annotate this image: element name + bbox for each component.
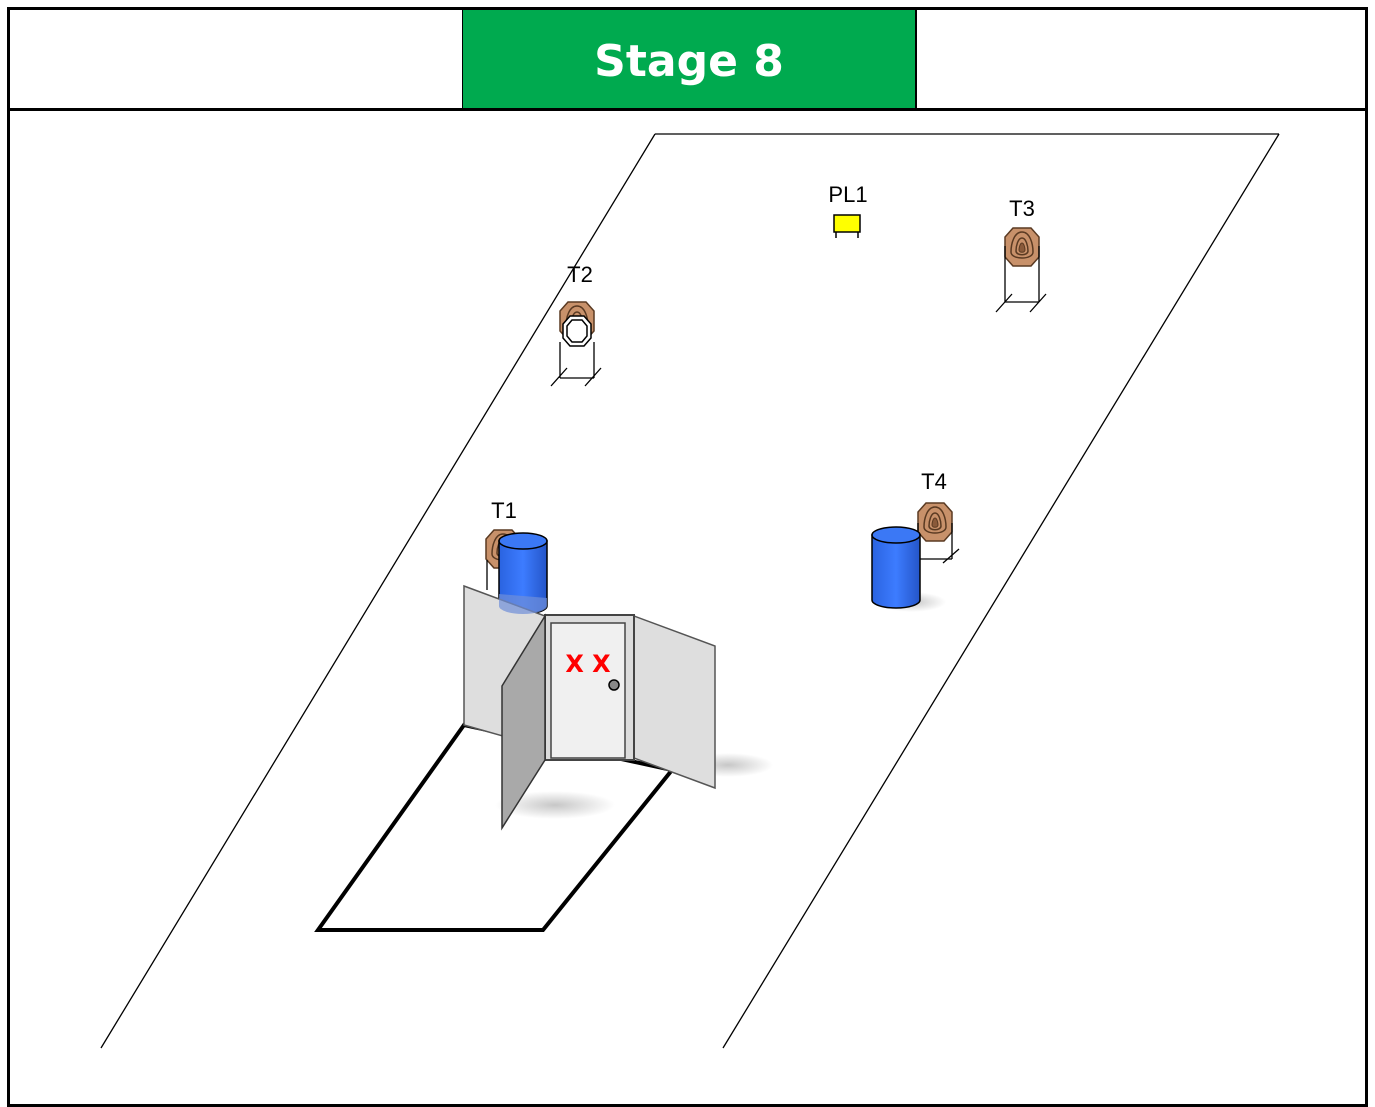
t3-label: T3 <box>1009 196 1035 221</box>
plate-pl1 <box>833 214 861 238</box>
door <box>544 614 635 761</box>
header-row: Stage 8 <box>10 10 1365 111</box>
wall-shadow <box>495 791 615 819</box>
stage-title: Stage 8 <box>463 10 917 108</box>
t4-label: T4 <box>921 469 947 494</box>
t2-label: T2 <box>567 262 593 287</box>
pl1-label: PL1 <box>828 182 867 207</box>
wall-right <box>633 614 716 790</box>
target-t1 <box>485 529 521 590</box>
target-t3 <box>995 227 1047 313</box>
door-leaf <box>501 613 546 831</box>
target-t2 <box>550 301 602 387</box>
door-marks: X X <box>565 650 611 678</box>
t1-label: T1 <box>491 498 517 523</box>
target-t4 <box>917 502 960 564</box>
barrel-right <box>871 526 946 612</box>
door-knob <box>608 679 620 691</box>
range-bay-outline <box>100 133 1280 1049</box>
